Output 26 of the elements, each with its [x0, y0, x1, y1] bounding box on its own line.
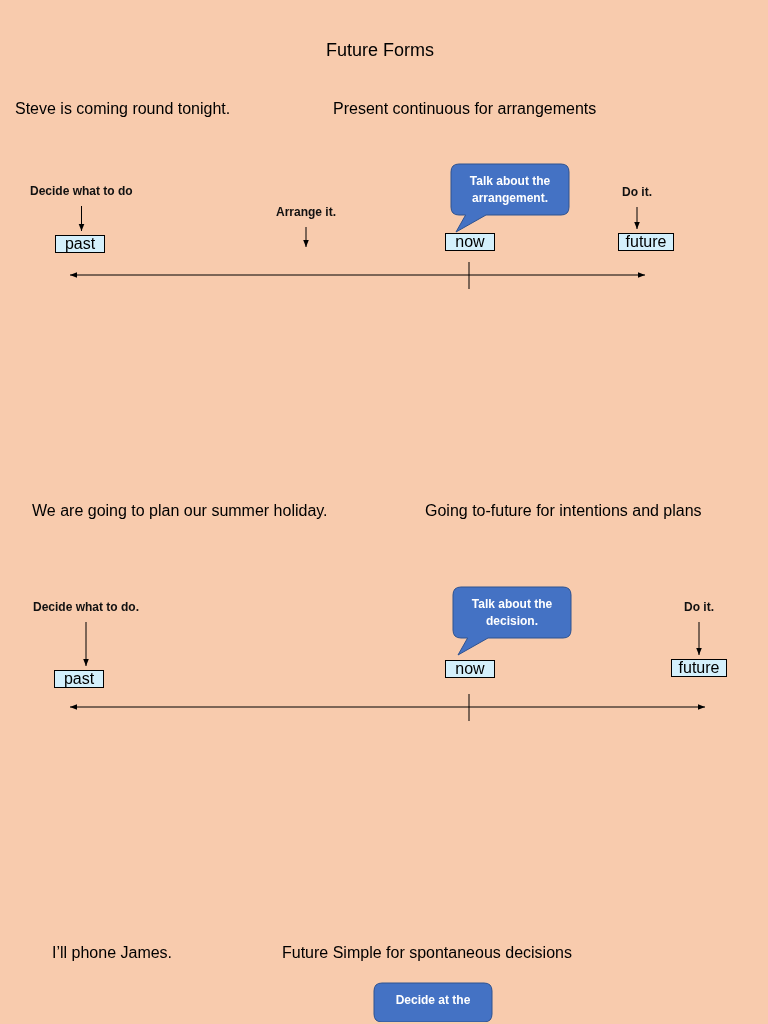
event-text: Do it. — [684, 600, 714, 614]
speech-bubble: Decide at the — [373, 982, 493, 1022]
timeline-box: now — [445, 660, 495, 678]
tense-heading: Going to-future for intentions and plans — [425, 502, 702, 520]
arrow — [634, 206, 640, 230]
tense-heading: Present continuous for arrangements — [333, 100, 597, 118]
arrow — [83, 621, 89, 667]
event-text: Decide what to do. — [33, 600, 139, 614]
example-sentence: I’ll phone James. — [52, 944, 173, 962]
page-title: Future Forms — [325, 40, 435, 61]
arrow — [303, 226, 309, 248]
example-sentence: We are going to plan our summer holiday. — [32, 502, 328, 520]
timeline-box: past — [54, 670, 104, 688]
event-text: Do it. — [622, 185, 652, 199]
speech-bubble: Talk about the arrangement. — [450, 163, 570, 233]
arrow — [78, 205, 85, 232]
tense-heading: Future Simple for spontaneous decisions — [282, 944, 572, 962]
timeline-box: past — [55, 235, 105, 253]
event-text: Decide what to do — [30, 184, 133, 198]
timeline-box: future — [671, 659, 727, 677]
arrow — [696, 621, 702, 656]
example-sentence: Steve is coming round tonight. — [15, 100, 231, 118]
timeline-box: future — [618, 233, 674, 251]
timeline-box: now — [445, 233, 495, 251]
speech-bubble: Talk about the decision. — [452, 586, 572, 656]
event-text: Arrange it. — [276, 205, 336, 219]
